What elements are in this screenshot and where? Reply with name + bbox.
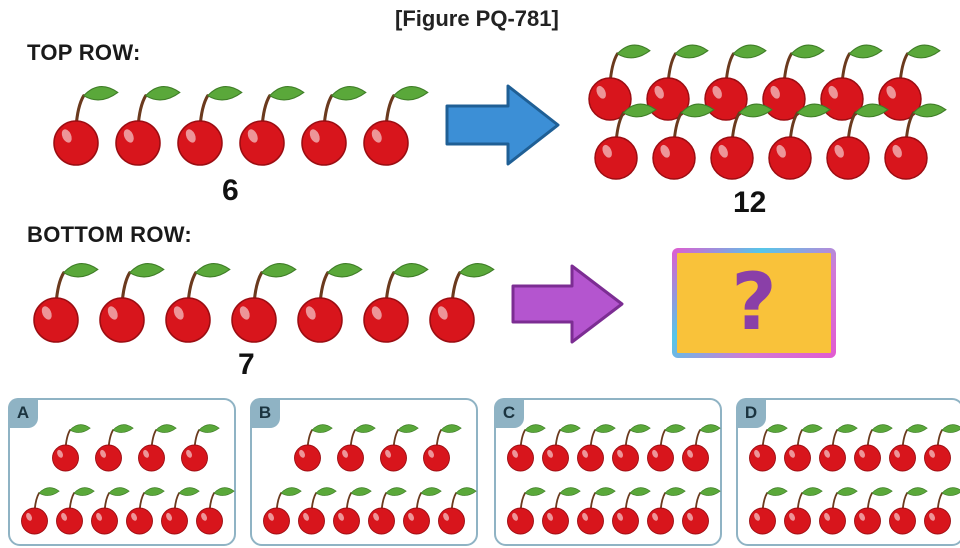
option-d-label: D	[736, 398, 766, 428]
option-d[interactable]: D	[736, 398, 960, 546]
bottom-input-cherry	[363, 263, 429, 343]
top-input-cherry	[301, 86, 367, 166]
question-mark: ?	[731, 258, 777, 348]
top-output-cherry	[826, 103, 889, 180]
top-input-cherry	[239, 86, 305, 166]
top-row-input-count: 6	[222, 174, 239, 207]
top-input-cherry	[115, 86, 181, 166]
top-output-cherry	[768, 103, 831, 180]
top-input-cherry	[363, 86, 429, 166]
top-output-cherry	[710, 103, 773, 180]
top-row-arrow-icon	[445, 84, 560, 166]
bottom-input-cherry	[297, 263, 363, 343]
top-output-cherry	[762, 44, 825, 121]
bottom-row-input-count: 7	[238, 348, 255, 381]
option-a[interactable]: A	[8, 398, 236, 546]
top-input-cherry	[177, 86, 243, 166]
bottom-input-cherry	[99, 263, 165, 343]
bottom-row-arrow-icon	[511, 264, 624, 344]
top-output-cherry	[588, 44, 651, 121]
top-row-output-count: 12	[733, 186, 767, 219]
top-output-cherry	[878, 44, 941, 121]
top-output-cherry	[594, 103, 657, 180]
bottom-row-title: BOTTOM ROW:	[27, 222, 193, 247]
bottom-input-cherry	[231, 263, 297, 343]
top-output-cherry	[820, 44, 883, 121]
top-output-cherry	[884, 103, 947, 180]
option-b[interactable]: B	[250, 398, 478, 546]
option-c-label: C	[494, 398, 524, 428]
answer-placeholder-box: ?	[672, 248, 836, 358]
bottom-input-cherry	[429, 263, 495, 343]
option-a-label: A	[8, 398, 38, 428]
top-output-cherry	[704, 44, 767, 121]
option-b-label: B	[250, 398, 280, 428]
bottom-input-cherry	[165, 263, 231, 343]
option-c[interactable]: C	[494, 398, 722, 546]
top-output-cherry	[646, 44, 709, 121]
top-output-cherry	[652, 103, 715, 180]
bottom-input-cherry	[33, 263, 99, 343]
top-input-cherry	[53, 86, 119, 166]
top-row-title: TOP ROW:	[27, 40, 141, 65]
figure-id: [Figure PQ-781]	[395, 6, 559, 31]
